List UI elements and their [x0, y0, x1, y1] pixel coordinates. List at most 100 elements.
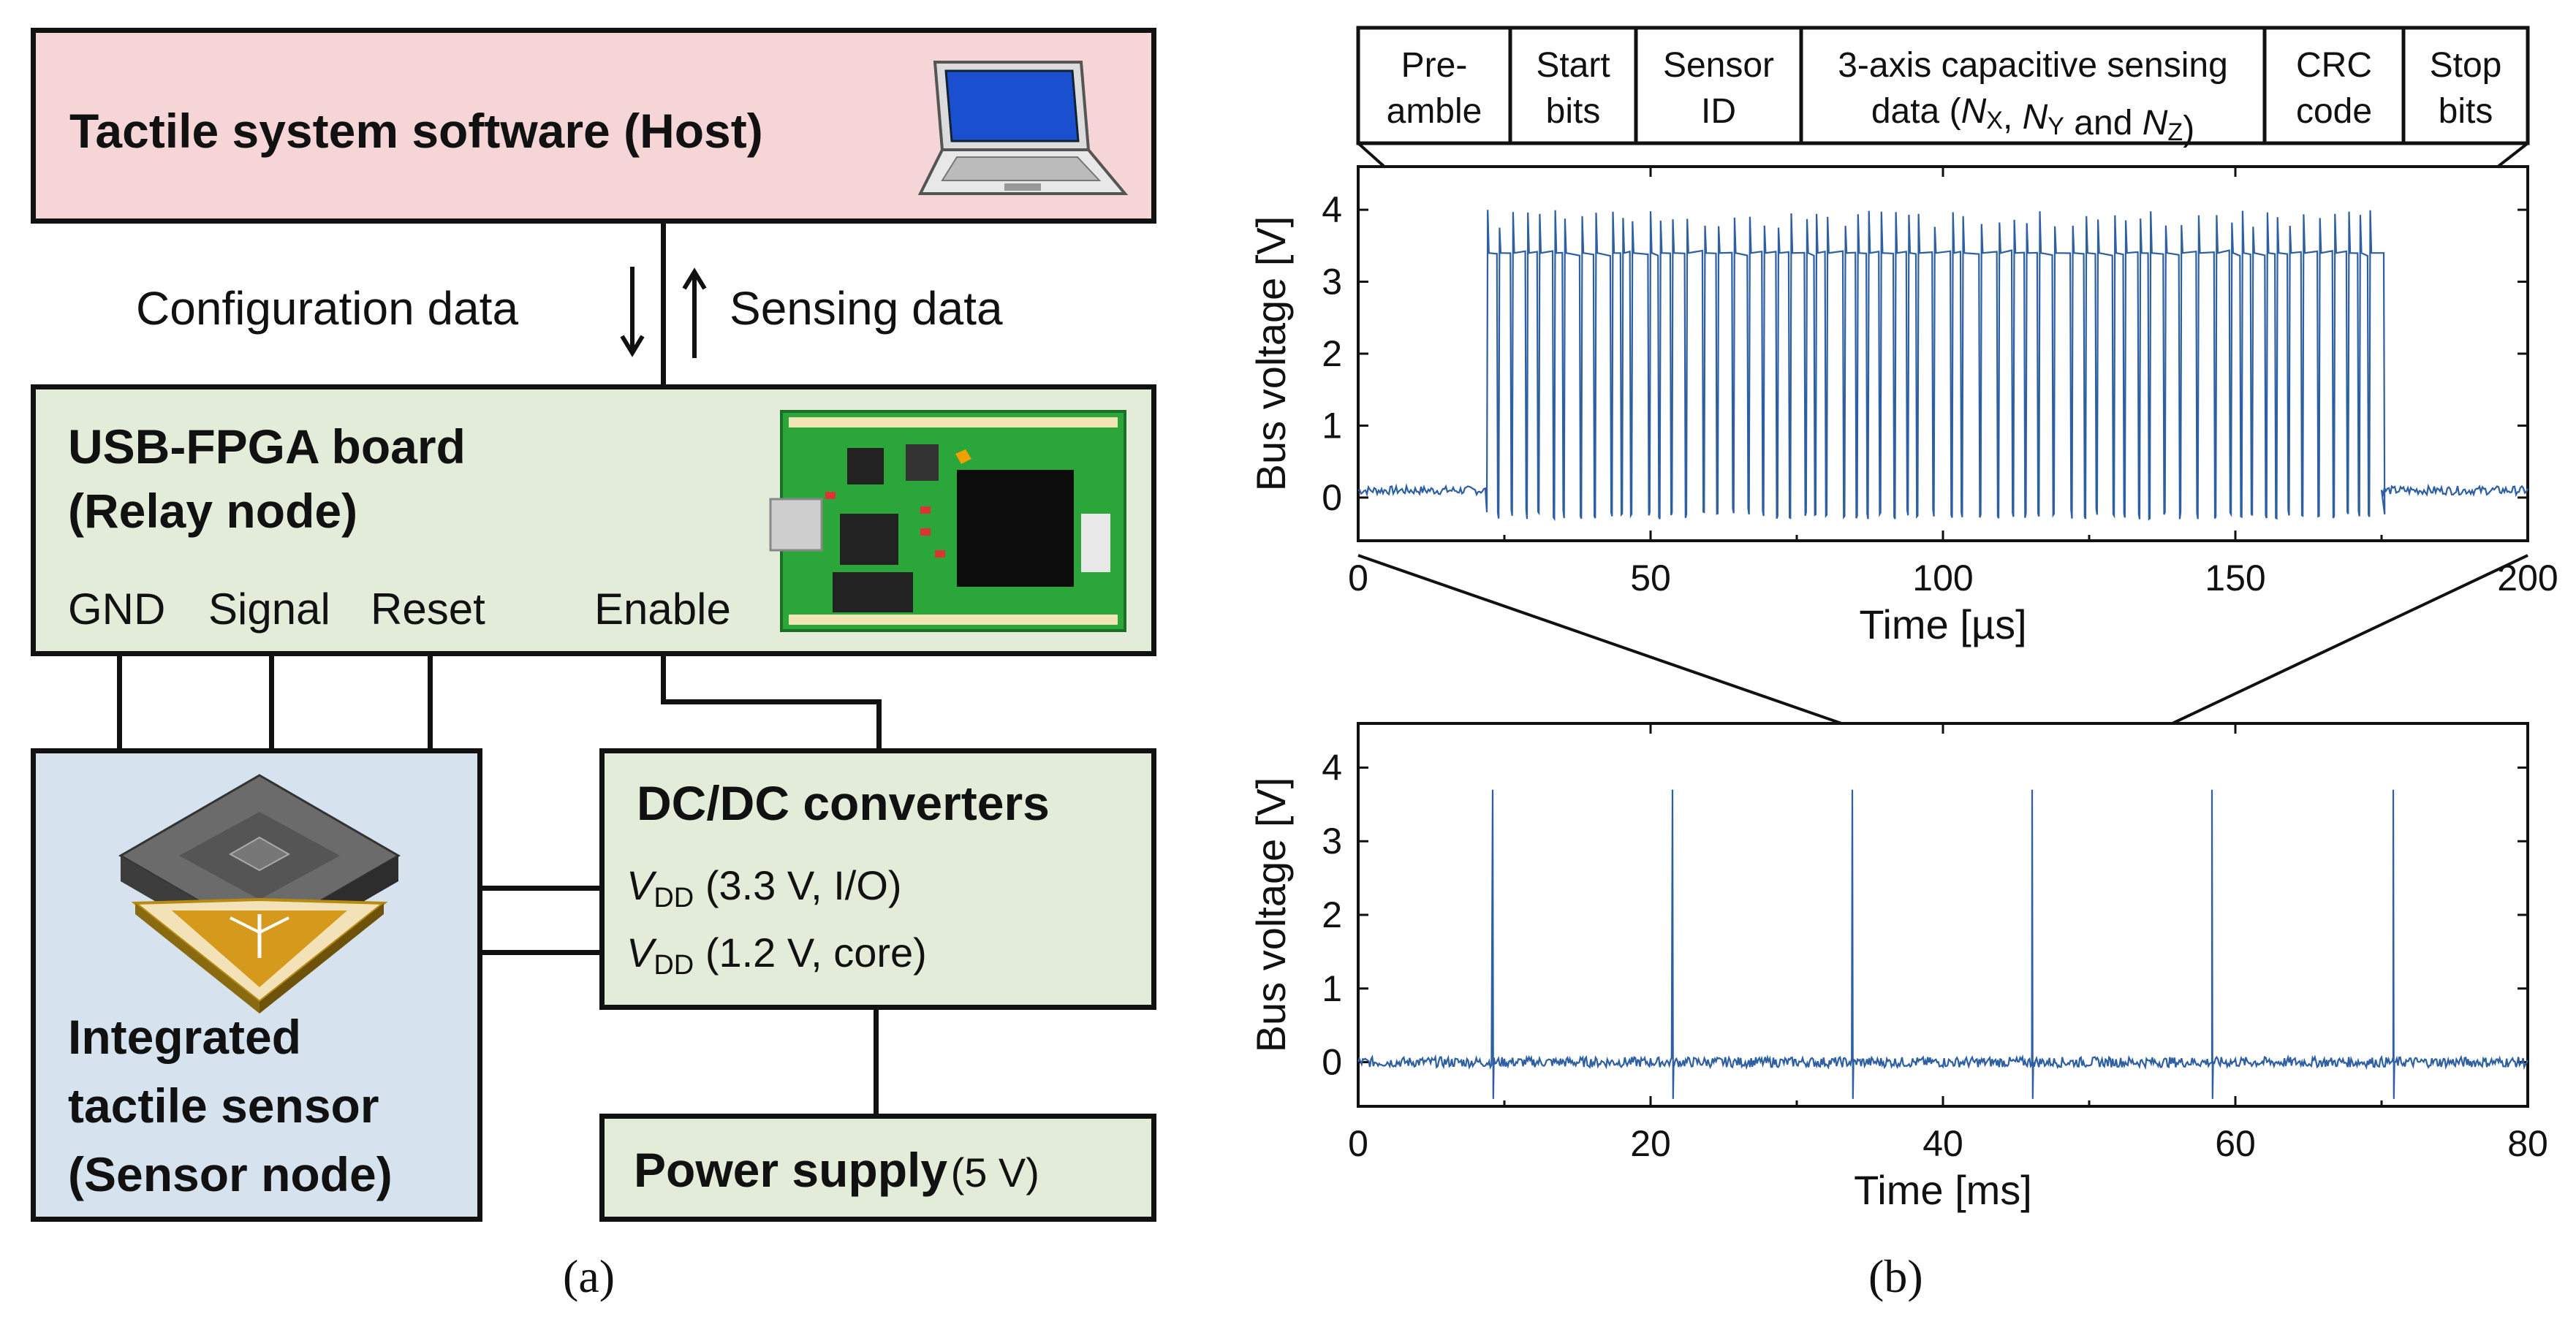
- packet-field-fragment: Y: [2047, 113, 2064, 140]
- packet-field-fragment: N: [1961, 92, 1987, 131]
- x-axis-label: Time [ms]: [1854, 1167, 2032, 1213]
- bus-voltage-trace: [1357, 210, 2528, 522]
- pin-signal: Signal: [208, 585, 330, 634]
- packet-field-line1: Start: [1536, 46, 1610, 85]
- caption-b: (b): [1868, 1250, 1923, 1302]
- vdd-sub: DD: [654, 883, 694, 913]
- down-arrow-icon: [620, 267, 645, 357]
- wire-vdd-io: [482, 886, 602, 891]
- y-axis-label: Bus voltage [V]: [1248, 216, 1294, 492]
- packet-field-fragment: N: [2143, 104, 2168, 142]
- y-tick-label: 4: [1322, 189, 1342, 230]
- wire-gnd: [117, 656, 122, 753]
- y-axis-label: Bus voltage [V]: [1248, 777, 1294, 1053]
- x-tick-label: 80: [2507, 1123, 2548, 1164]
- sensor-title-2: tactile sensor: [68, 1079, 379, 1133]
- sensing-data-label: Sensing data: [730, 282, 1003, 335]
- tactile-sensor-chip-icon: [118, 774, 401, 1014]
- x-tick-label: 20: [1630, 1123, 1671, 1164]
- relay-box: USB-FPGA board (Relay node) GND Signal R…: [31, 384, 1156, 656]
- y-tick-label: 4: [1322, 747, 1342, 788]
- x-axis-label: Time [µs]: [1859, 601, 2026, 647]
- y-tick-label: 2: [1322, 894, 1342, 935]
- host-relay-link: [661, 224, 666, 386]
- y-tick-label: 0: [1322, 477, 1342, 518]
- plot-frame: [1357, 165, 2529, 542]
- config-data-label: Configuration data: [136, 282, 519, 335]
- power-title: Power supply: [634, 1143, 948, 1197]
- x-tick-label: 50: [1630, 558, 1671, 598]
- wire-enable-vertical-2: [876, 699, 882, 754]
- x-tick-label: 0: [1348, 558, 1368, 598]
- packet-field-line1: CRC: [2296, 46, 2372, 85]
- up-arrow-icon: [682, 267, 707, 358]
- sensor-title-3: (Sensor node): [68, 1147, 393, 1201]
- wire-enable-horizontal: [661, 699, 882, 704]
- laptop-icon: [917, 61, 1129, 195]
- power-value: (5 V): [950, 1149, 1039, 1195]
- pin-enable: Enable: [594, 585, 731, 634]
- packet-field-fragment: and: [2064, 104, 2143, 142]
- wire-power: [874, 1010, 879, 1117]
- dcdc-title: DC/DC converters: [637, 776, 1050, 830]
- vdd-sub: DD: [654, 950, 694, 981]
- packet-field-line2: code: [2296, 92, 2372, 131]
- packet-field-fragment: data (: [1871, 92, 1961, 131]
- packet-field-line2: ID: [1701, 92, 1736, 131]
- caption-a: (a): [563, 1250, 615, 1302]
- vdd-symbol: V: [626, 929, 654, 976]
- packet-field-fragment: ,: [2003, 98, 2023, 137]
- packet-field-line1: Stop: [2430, 46, 2502, 85]
- sensor-box: Integrated tactile sensor (Sensor node): [31, 748, 482, 1222]
- packet-field-fragment: Z: [2167, 118, 2183, 146]
- power-label: Power supply (5 V): [634, 1142, 1039, 1198]
- y-tick-label: 2: [1322, 333, 1342, 374]
- x-tick-label: 150: [2205, 558, 2265, 598]
- packet-field-line2: data (NX, NY and NZ): [1871, 92, 2194, 148]
- vdd-core-value: (1.2 V, core): [705, 929, 927, 976]
- bus-voltage-trace: [1357, 789, 2528, 1099]
- vdd-core-label: VDD (1.2 V, core): [626, 929, 927, 981]
- pin-gnd: GND: [68, 585, 166, 634]
- packet-field-fragment: N: [2023, 98, 2048, 137]
- x-tick-label: 200: [2497, 558, 2558, 598]
- vdd-io-label: VDD (3.3 V, I/O): [626, 862, 902, 914]
- sensor-title-1: Integrated: [68, 1010, 302, 1064]
- wire-signal: [269, 656, 274, 753]
- host-box: Tactile system software (Host): [31, 28, 1156, 224]
- wire-reset: [428, 656, 433, 753]
- vdd-symbol: V: [626, 862, 654, 908]
- packet-table-frame: [1356, 26, 2530, 145]
- x-tick-label: 100: [1912, 558, 1973, 598]
- host-label: Tactile system software (Host): [69, 104, 763, 158]
- power-box: Power supply (5 V): [599, 1114, 1156, 1222]
- dcdc-box: DC/DC converters VDD (3.3 V, I/O) VDD (1…: [599, 748, 1156, 1010]
- y-tick-label: 3: [1322, 821, 1342, 862]
- plot-frame: [1357, 722, 2529, 1108]
- packet-field-line2: amble: [1387, 92, 1482, 131]
- pin-reset: Reset: [371, 585, 485, 634]
- packet-field-line2: bits: [2439, 92, 2493, 131]
- packet-field-line1: Pre-: [1401, 46, 1468, 85]
- packet-field-line2: bits: [1546, 92, 1601, 131]
- y-tick-label: 1: [1322, 968, 1342, 1009]
- y-tick-label: 0: [1322, 1042, 1342, 1083]
- packet-field-line1: Sensor: [1663, 46, 1774, 85]
- y-tick-label: 1: [1322, 405, 1342, 446]
- packet-field-line1: 3-axis capacitive sensing: [1838, 46, 2228, 85]
- fpga-board-icon: [769, 410, 1126, 632]
- wire-vdd-core: [482, 950, 602, 955]
- packet-field-fragment: X: [1986, 107, 2003, 134]
- packet-field-fragment: ): [2183, 110, 2194, 148]
- wire-enable-vertical-1: [661, 656, 666, 704]
- vdd-io-value: (3.3 V, I/O): [705, 862, 902, 908]
- y-tick-label: 3: [1322, 262, 1342, 303]
- x-tick-label: 40: [1922, 1123, 1963, 1164]
- relay-title-2: (Relay node): [68, 484, 358, 538]
- x-tick-label: 60: [2215, 1123, 2256, 1164]
- x-tick-label: 0: [1348, 1123, 1368, 1164]
